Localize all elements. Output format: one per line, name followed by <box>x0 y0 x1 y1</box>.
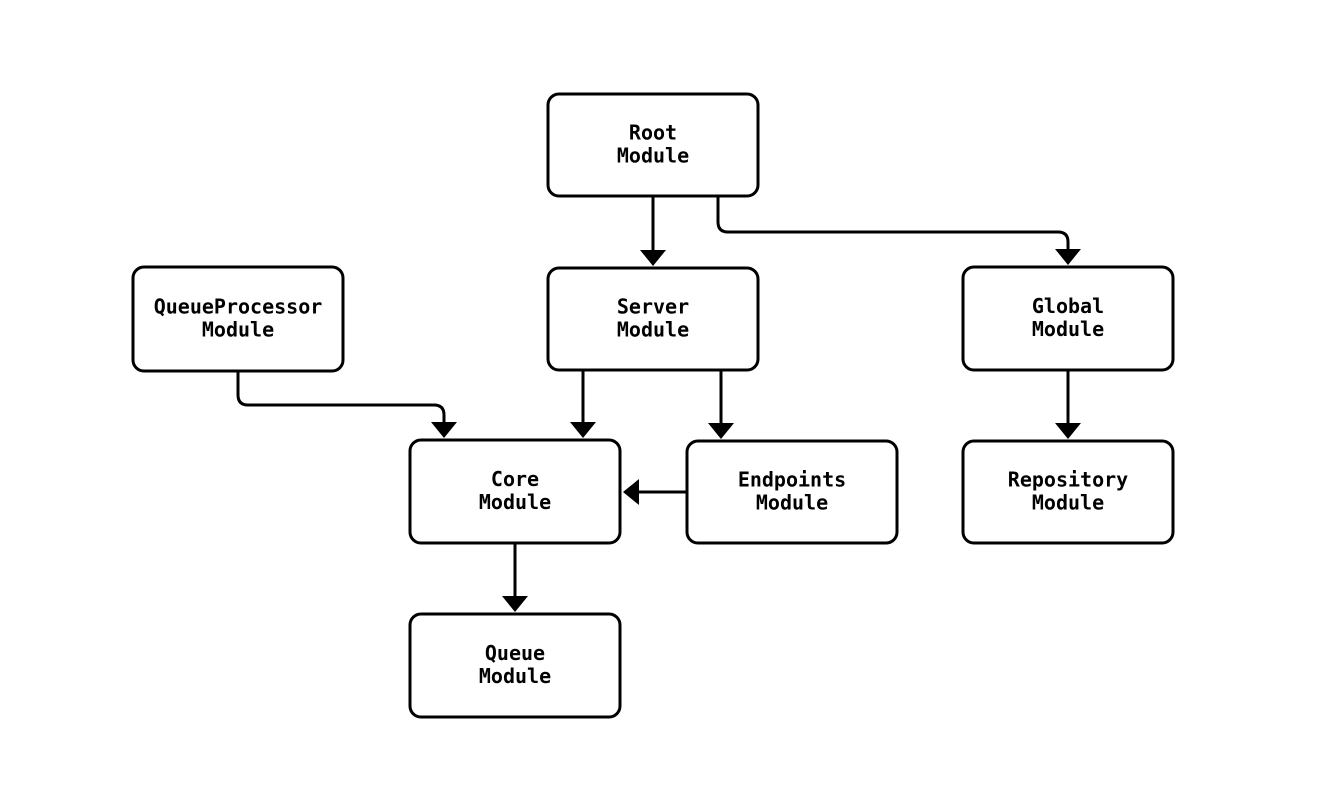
edge-global-to-repository <box>1055 370 1081 439</box>
edge-core-to-queue <box>502 543 528 612</box>
edge-line <box>236 371 446 424</box>
arrow-head-icon <box>640 250 666 266</box>
node-label-line2: Module <box>1032 491 1104 515</box>
node-label-line2: Module <box>617 318 689 342</box>
arrow-head-icon <box>708 423 734 439</box>
arrow-head-icon <box>431 422 457 438</box>
node-label-line1: Server <box>617 295 689 319</box>
node-label-line1: Repository <box>1008 468 1128 492</box>
edge-line <box>716 196 1070 251</box>
edge-root-to-server <box>640 196 666 266</box>
edge-queueprocessor-to-core <box>236 371 457 438</box>
node-label-line2: Module <box>756 491 828 515</box>
node-box[interactable] <box>131 265 345 373</box>
node-box[interactable] <box>961 439 1175 545</box>
edges-layer <box>236 196 1081 612</box>
node-label-line2: Module <box>617 144 689 168</box>
edge-root-to-global <box>716 196 1081 265</box>
node-label-line2: Module <box>1032 317 1104 341</box>
node-label-line1: Core <box>491 467 539 491</box>
arrow-head-icon <box>502 596 528 612</box>
arrow-head-icon <box>1055 423 1081 439</box>
arrow-head-icon <box>570 422 596 438</box>
node-box[interactable] <box>546 266 760 372</box>
node-box[interactable] <box>408 438 622 545</box>
node-box[interactable] <box>546 92 760 198</box>
arrow-head-icon <box>1055 249 1081 265</box>
node-box[interactable] <box>961 265 1175 372</box>
node-label-line2: Module <box>202 318 274 342</box>
node-box[interactable] <box>685 439 899 545</box>
nodes-layer: RootModuleQueueProcessorModuleServerModu… <box>131 92 1175 719</box>
node-label-line1: Endpoints <box>738 468 846 492</box>
node-label-line2: Module <box>479 664 551 688</box>
edge-server-to-endpoints <box>708 370 734 439</box>
node-label-line1: Global <box>1032 294 1104 318</box>
node-label-line2: Module <box>479 490 551 514</box>
node-box[interactable] <box>408 612 622 719</box>
arrow-head-icon <box>623 479 639 505</box>
edge-server-to-core <box>570 370 596 438</box>
node-label-line1: QueueProcessor <box>154 295 323 319</box>
edge-endpoints-to-core <box>623 479 687 505</box>
node-label-line1: Queue <box>485 641 545 665</box>
node-label-line1: Root <box>629 121 677 145</box>
